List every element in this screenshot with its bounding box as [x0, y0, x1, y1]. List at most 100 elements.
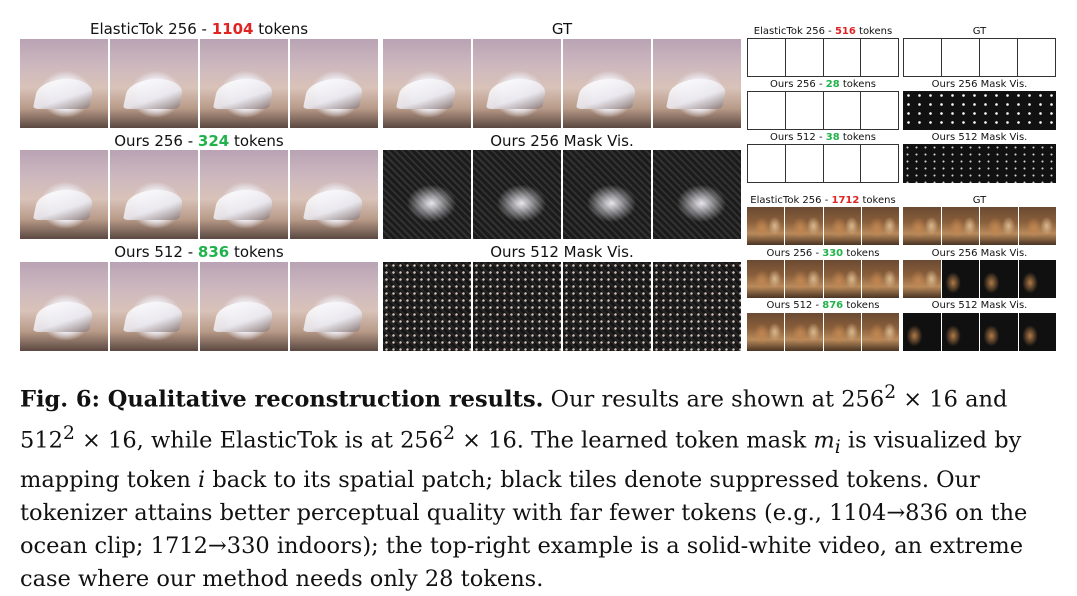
- video-frame: [942, 39, 980, 76]
- video-frame: [941, 207, 979, 245]
- video-frame: [786, 39, 824, 76]
- video-frame: [20, 39, 108, 128]
- video-frame: [861, 39, 898, 76]
- mask-frame: [563, 262, 651, 351]
- strip-ours-256-mask-indoor: [903, 260, 1056, 298]
- video-frame: [110, 262, 198, 351]
- mask-ours-256-white: [903, 91, 1056, 130]
- strip-ours-256-white: [747, 91, 899, 130]
- label-gt-white: GT: [972, 26, 987, 37]
- label-gt-ocean: GT: [551, 20, 573, 38]
- video-frame: [823, 313, 861, 351]
- qualitative-figure: ElasticTok 256 - 1104 tokens Ours 256 - …: [0, 0, 1077, 360]
- video-frame: [290, 262, 378, 351]
- video-frame: [980, 39, 1018, 76]
- label-ours-256-mask-indoor: Ours 256 Mask Vis.: [931, 248, 1028, 259]
- mask-frame: [980, 313, 1018, 351]
- strip-ours-512-mask-indoor: [903, 313, 1056, 351]
- mask-frame: [980, 260, 1018, 298]
- video-frame: [290, 39, 378, 128]
- video-frame: [110, 150, 198, 239]
- video-frame: [861, 92, 898, 129]
- strip-elastictok-256-white: [747, 38, 899, 77]
- caption-sup: 2: [884, 382, 897, 403]
- strip-elastictok-256-indoor: [747, 207, 899, 245]
- strip-gt-indoor: [903, 207, 1056, 245]
- figure-caption: Fig. 6: Qualitative reconstruction resul…: [20, 376, 1060, 596]
- caption-text: × 16, while ElasticTok is at 256: [74, 427, 444, 453]
- video-frame: [20, 262, 108, 351]
- strip-elastictok-256-ocean: [20, 39, 378, 128]
- mask-frame: [903, 260, 941, 298]
- mask-ours-512-white: [903, 144, 1056, 183]
- label-ours-512-ocean: Ours 512 - 836 tokens: [114, 243, 284, 261]
- caption-text: back to its spatial patch; black tiles d…: [20, 466, 1028, 592]
- video-frame: [473, 39, 561, 128]
- mask-frame: [941, 260, 979, 298]
- video-frame: [823, 207, 861, 245]
- video-frame: [785, 313, 823, 351]
- video-frame: [383, 39, 471, 128]
- video-frame: [748, 92, 786, 129]
- video-frame: [824, 92, 862, 129]
- video-frame: [786, 92, 824, 129]
- mask-frame: [473, 150, 561, 239]
- strip-ours-256-mask-ocean: [383, 150, 741, 239]
- caption-text: × 16 and 512: [20, 386, 1008, 454]
- caption-lead: Fig. 6: Qualitative reconstruction resul…: [20, 386, 544, 413]
- video-frame: [748, 145, 786, 182]
- video-frame: [785, 260, 823, 298]
- label-ours-256-mask-ocean: Ours 256 Mask Vis.: [490, 132, 634, 150]
- video-frame: [1018, 39, 1055, 76]
- caption-text: Our results are shown at 256: [543, 386, 885, 413]
- caption-text: × 16. The learned token mask: [455, 427, 814, 453]
- video-frame: [823, 260, 861, 298]
- video-frame: [785, 207, 823, 245]
- video-frame: [20, 150, 108, 239]
- video-frame: [200, 262, 288, 351]
- video-frame: [747, 207, 785, 245]
- label-ours-512-mask-indoor: Ours 512 Mask Vis.: [931, 300, 1028, 311]
- video-frame: [563, 39, 651, 128]
- mask-frame: [1018, 260, 1056, 298]
- mask-frame: [383, 262, 471, 351]
- video-frame: [861, 145, 898, 182]
- video-frame: [200, 150, 288, 239]
- label-ours-256-mask-white: Ours 256 Mask Vis.: [931, 79, 1028, 90]
- caption-text: is visualized by mapping token: [20, 427, 1022, 493]
- caption-sup: 2: [443, 422, 455, 444]
- label-elastictok-256-ocean: ElasticTok 256 - 1104 tokens: [89, 20, 309, 38]
- strip-ours-512-indoor: [747, 313, 899, 351]
- caption-math-i: i: [197, 466, 206, 493]
- strip-ours-512-mask-ocean: [383, 262, 741, 351]
- label-ours-256-white: Ours 256 - 28 tokens: [769, 79, 877, 90]
- video-frame: [653, 39, 741, 128]
- mask-frame: [473, 262, 561, 351]
- label-ours-512-mask-ocean: Ours 512 Mask Vis.: [490, 243, 634, 261]
- label-ours-512-mask-white: Ours 512 Mask Vis.: [931, 132, 1028, 143]
- video-frame: [861, 207, 899, 245]
- video-frame: [200, 39, 288, 128]
- strip-gt-ocean: [383, 39, 741, 128]
- strip-ours-512-white: [747, 144, 899, 183]
- label-gt-indoor: GT: [972, 195, 987, 206]
- video-frame: [903, 207, 941, 245]
- video-frame: [861, 260, 899, 298]
- video-frame: [747, 313, 785, 351]
- mask-frame: [653, 150, 741, 239]
- label-ours-256-ocean: Ours 256 - 324 tokens: [114, 132, 284, 150]
- video-frame: [786, 145, 824, 182]
- mask-frame: [903, 313, 941, 351]
- video-frame: [747, 260, 785, 298]
- video-frame: [1018, 207, 1056, 245]
- strip-ours-256-ocean: [20, 150, 378, 239]
- video-frame: [290, 150, 378, 239]
- video-frame: [824, 145, 862, 182]
- video-frame: [748, 39, 786, 76]
- caption-math-i: i: [834, 436, 841, 458]
- caption-sup: 2: [62, 422, 75, 444]
- mask-frame: [941, 313, 979, 351]
- video-frame: [861, 313, 899, 351]
- strip-ours-512-ocean: [20, 262, 378, 351]
- mask-frame: [1018, 313, 1056, 351]
